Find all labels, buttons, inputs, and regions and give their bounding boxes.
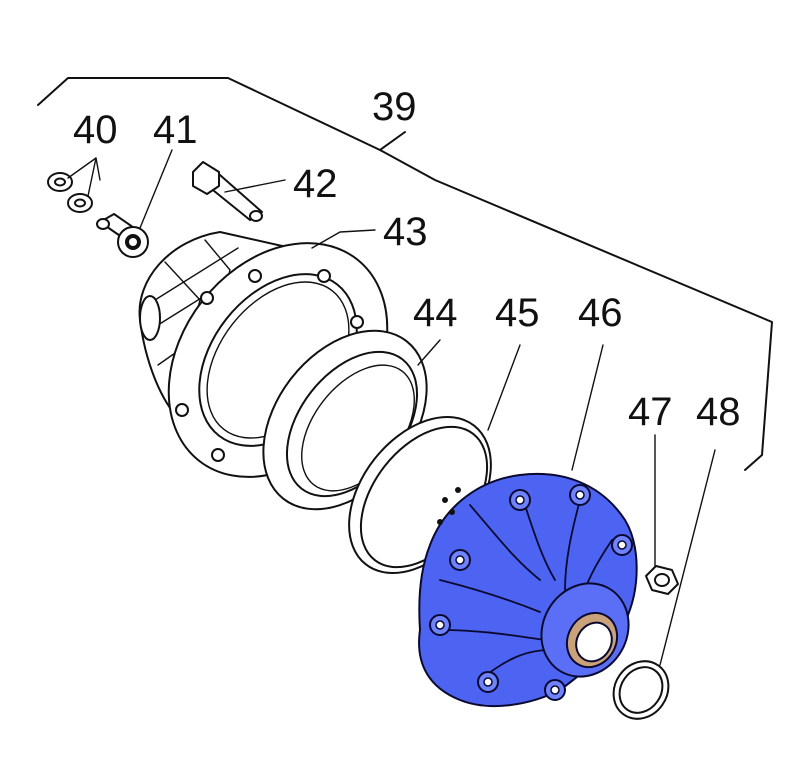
callout-44: 44 (413, 291, 458, 335)
part-47-nut[interactable] (645, 434, 679, 595)
callout-39: 39 (372, 85, 417, 129)
part-41-fitting[interactable] (96, 149, 173, 258)
callout-45: 45 (495, 291, 540, 335)
callout-46: 46 (578, 291, 623, 335)
callout-47: 47 (628, 390, 673, 434)
callout-41: 41 (153, 108, 198, 152)
callout-43: 43 (383, 210, 428, 254)
part-48-o-ring[interactable] (602, 449, 716, 729)
part-40-washers[interactable] (47, 157, 101, 213)
assembly-bracket-39 (37, 77, 773, 471)
part-46-hub[interactable] (418, 344, 645, 708)
callout-48: 48 (696, 390, 741, 434)
callout-42: 42 (293, 162, 338, 206)
callout-40: 40 (73, 108, 118, 152)
part-42-bolt[interactable] (192, 161, 286, 222)
